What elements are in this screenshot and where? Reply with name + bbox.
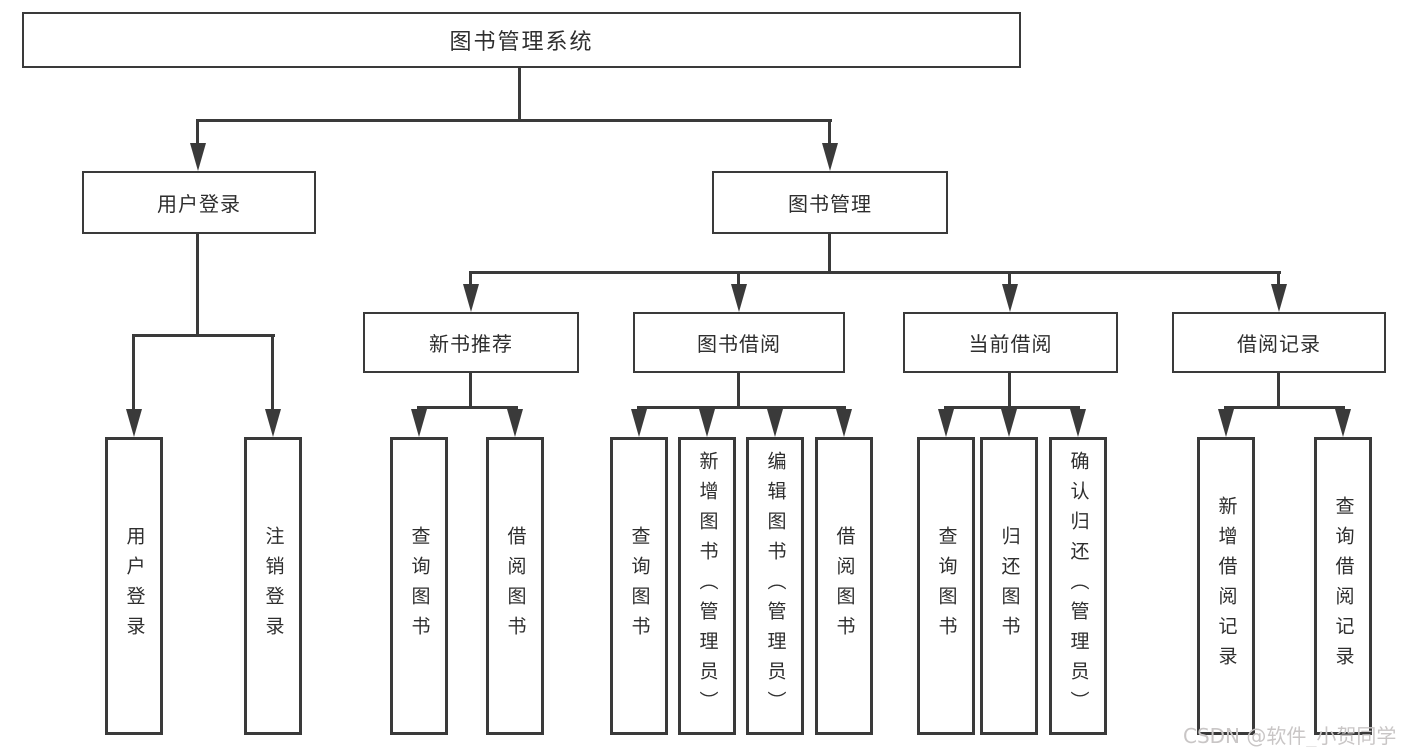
arrow-down-icon (1335, 409, 1351, 437)
leaf-edit-books-admin: 编辑图书（管理员） (746, 437, 804, 735)
node-label: 查询图书 (628, 526, 651, 646)
connector-line (1224, 406, 1345, 409)
arrow-down-icon (731, 284, 747, 312)
node-label: 归还图书 (998, 526, 1021, 646)
node-label: 用户登录 (123, 526, 146, 646)
arrow-down-icon (1070, 409, 1086, 437)
arrow-down-icon (1002, 284, 1018, 312)
connector-line (1008, 371, 1011, 409)
node-borrowing-records: 借阅记录 (1172, 312, 1386, 373)
arrow-down-icon (1218, 409, 1234, 437)
arrow-down-icon (190, 143, 206, 171)
arrow-down-icon (1001, 409, 1017, 437)
arrow-down-icon (938, 409, 954, 437)
connector-line (637, 406, 846, 409)
connector-line (1008, 271, 1011, 287)
node-book-borrowing: 图书借阅 (633, 312, 845, 373)
node-label: 图书管理系统 (449, 30, 594, 55)
leaf-logout: 注销登录 (244, 437, 302, 735)
arrow-down-icon (265, 409, 281, 437)
connector-line (737, 271, 740, 287)
connector-line (828, 119, 831, 146)
node-label: 图书借阅 (697, 332, 781, 356)
node-label: 新增图书（管理员） (696, 451, 719, 721)
arrow-down-icon (463, 284, 479, 312)
leaf-query-borrow-record: 查询借阅记录 (1314, 437, 1372, 735)
arrow-down-icon (631, 409, 647, 437)
connector-line (469, 371, 472, 409)
connector-line (132, 334, 275, 337)
node-label: 注销登录 (262, 526, 285, 646)
node-label: 新增借阅记录 (1215, 496, 1238, 676)
arrow-down-icon (126, 409, 142, 437)
arrow-down-icon (699, 409, 715, 437)
node-label: 查询图书 (935, 526, 958, 646)
leaf-borrow-books-borrow: 借阅图书 (815, 437, 873, 735)
arrow-down-icon (836, 409, 852, 437)
node-label: 借阅记录 (1237, 332, 1321, 356)
node-label: 用户登录 (157, 192, 241, 216)
node-user-login: 用户登录 (82, 171, 316, 234)
node-label: 查询借阅记录 (1332, 496, 1355, 676)
connector-line (828, 232, 831, 274)
connector-line (469, 271, 472, 287)
node-new-book-recommend: 新书推荐 (363, 312, 579, 373)
leaf-add-books-admin: 新增图书（管理员） (678, 437, 736, 735)
leaf-user-login: 用户登录 (105, 437, 163, 735)
leaf-query-books-recommend: 查询图书 (390, 437, 448, 735)
connector-line (1277, 271, 1280, 287)
node-book-management: 图书管理 (712, 171, 948, 234)
node-label: 图书管理 (788, 192, 872, 216)
leaf-return-books: 归还图书 (980, 437, 1038, 735)
connector-line (944, 406, 1080, 409)
connector-line (196, 119, 832, 122)
node-label: 借阅图书 (504, 526, 527, 646)
node-label: 借阅图书 (833, 526, 856, 646)
leaf-query-books-current: 查询图书 (917, 437, 975, 735)
node-label: 当前借阅 (968, 332, 1053, 356)
connector-line (271, 334, 274, 411)
leaf-confirm-return-admin: 确认归还（管理员） (1049, 437, 1107, 735)
connector-line (1277, 371, 1280, 409)
arrow-down-icon (1271, 284, 1287, 312)
arrow-down-icon (411, 409, 427, 437)
node-label: 编辑图书（管理员） (764, 451, 787, 721)
connector-line (196, 119, 199, 146)
connector-line (132, 334, 135, 411)
arrow-down-icon (767, 409, 783, 437)
node-library-management-system: 图书管理系统 (22, 12, 1021, 68)
node-current-borrowing: 当前借阅 (903, 312, 1118, 373)
node-label: 查询图书 (408, 526, 431, 646)
connector-line (737, 371, 740, 409)
leaf-add-borrow-record: 新增借阅记录 (1197, 437, 1255, 735)
node-label: 新书推荐 (429, 332, 513, 356)
arrow-down-icon (507, 409, 523, 437)
leaf-query-books-borrow: 查询图书 (610, 437, 668, 735)
connector-line (518, 67, 521, 121)
connector-line (417, 406, 518, 409)
leaf-borrow-books-recommend: 借阅图书 (486, 437, 544, 735)
connector-line (196, 232, 199, 337)
node-label: 确认归还（管理员） (1067, 451, 1090, 721)
arrow-down-icon (822, 143, 838, 171)
connector-line (469, 271, 1281, 274)
csdn-watermark: CSDN @软件_小贺同学 (1183, 724, 1397, 747)
